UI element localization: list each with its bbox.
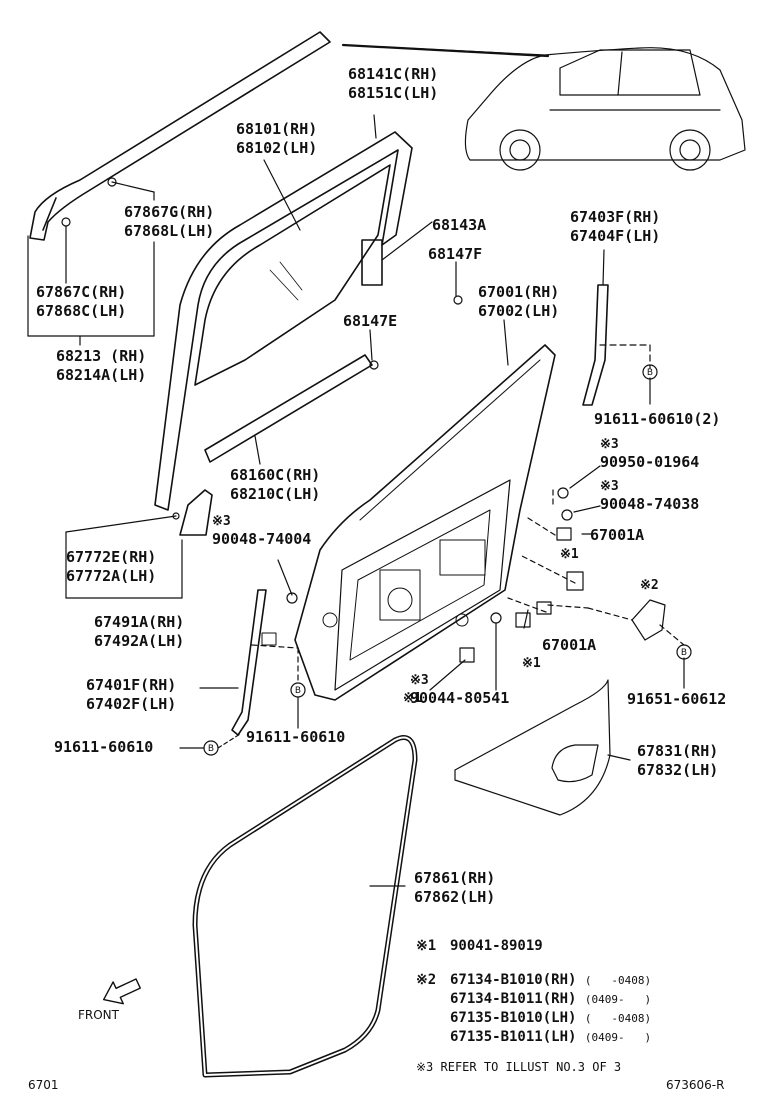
- label-91611-mid: 91611-60610: [246, 728, 346, 746]
- b-marker-label-3: B: [295, 686, 301, 696]
- label-67861: 67861(RH)67862(LH): [414, 869, 496, 906]
- label-mark1-c: ※1: [403, 691, 422, 706]
- label-91611-2: 91611-60610(2): [594, 410, 721, 428]
- car-thumbnail: [342, 44, 746, 171]
- channel-68143a: [361, 239, 383, 286]
- door-glass: [194, 164, 391, 386]
- label-67772e: 67772E(RH)67772A(LH): [66, 548, 157, 585]
- rear-channel: [582, 284, 609, 406]
- label-68147e: 68147E: [343, 312, 398, 330]
- door-weatherstrip: [192, 735, 418, 1078]
- corner-cover: [179, 489, 213, 536]
- b-marker-label-4: B: [208, 744, 214, 754]
- label-67001a-1: 67001A: [590, 526, 645, 544]
- note-3: ※3 REFER TO ILLUST NO.3 OF 3: [416, 1060, 622, 1074]
- label-68143a: 68143A: [432, 216, 487, 234]
- clips: [61, 177, 666, 663]
- label-67001: 67001(RH)67002(LH): [478, 283, 560, 320]
- label-67001a-2: 67001A: [542, 636, 597, 654]
- label-91611-left: 91611-60610: [54, 738, 154, 756]
- b-marker-4: [203, 740, 219, 756]
- front-arrow-icon: [102, 978, 141, 1005]
- label-67831: 67831(RH)67832(LH): [637, 742, 719, 779]
- roof-molding: [29, 31, 331, 241]
- door-panel: [294, 344, 556, 701]
- label-67401f: 67401F(RH)67402F(LH): [86, 676, 177, 713]
- label-91651: 91651-60612: [627, 690, 727, 708]
- label-mark2: ※2: [640, 578, 659, 593]
- footer-left-code: 6701: [28, 1078, 59, 1092]
- label-68213: 68213 (RH)68214A(LH): [56, 347, 147, 384]
- label-mark1-b: ※1: [522, 656, 541, 671]
- b-marker-label-1: B: [647, 368, 653, 378]
- label-mark1-a: ※1: [560, 547, 579, 562]
- label-67403f: 67403F(RH)67404F(LH): [570, 208, 661, 245]
- front-label: FRONT: [78, 1008, 119, 1022]
- label-68101: 68101(RH)68102(LH): [236, 120, 318, 157]
- front-channel: [231, 589, 267, 736]
- label-68141c: 68141C(RH)68151C(LH): [348, 65, 439, 102]
- belt-weatherstrip: [204, 354, 373, 463]
- leader-lines: [27, 114, 685, 887]
- b-marker-2: [676, 644, 692, 660]
- b-marker-1: [642, 364, 658, 380]
- label-68147f: 68147F: [428, 245, 483, 263]
- footer-right-code: 673606-R: [666, 1078, 725, 1092]
- label-68160c: 68160C(RH)68210C(LH): [230, 466, 321, 503]
- b-marker-label-2: B: [681, 648, 687, 658]
- label-67867g: 67867G(RH)67868L(LH): [124, 203, 215, 240]
- b-marker-3: [290, 682, 306, 698]
- label-67491a: 67491A(RH)67492A(LH): [94, 613, 185, 650]
- label-67867c: 67867C(RH)67868C(LH): [36, 283, 127, 320]
- frame-molding: [154, 131, 413, 511]
